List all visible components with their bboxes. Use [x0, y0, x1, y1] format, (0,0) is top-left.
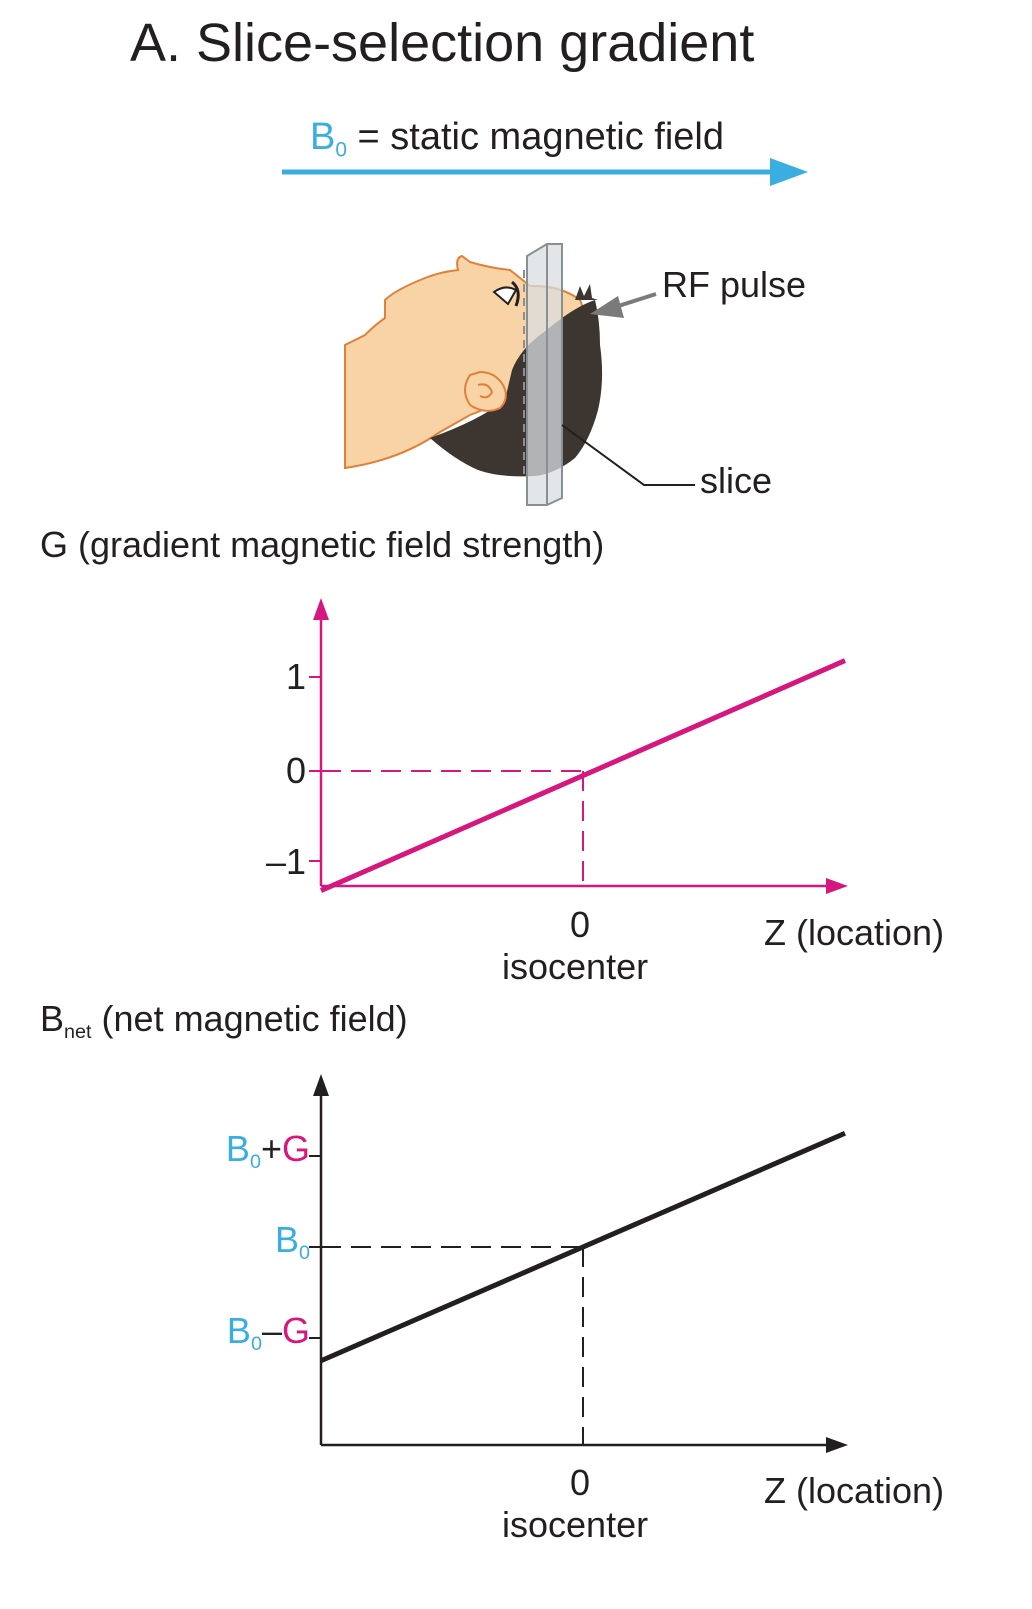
- figure-title: A. Slice-selection gradient: [130, 13, 755, 73]
- tick-g-letter: G: [281, 1310, 310, 1351]
- bnet-subscript: net: [64, 1020, 92, 1043]
- g-x-tick-label-0: 0: [570, 904, 591, 945]
- slice-plane: [526, 243, 563, 506]
- net-field-chart-title: Bnet (net magnetic field): [40, 998, 408, 1044]
- bnet-description: (net magnetic field): [101, 998, 408, 1039]
- head-illustration: [344, 243, 695, 506]
- bnet-isocenter-label: isocenter: [502, 1504, 649, 1545]
- rf-pulse-label: RF pulse: [662, 264, 807, 305]
- bnet-x-axis-label: Z (location): [764, 1470, 945, 1511]
- g-tick-label-1: 1: [285, 656, 306, 697]
- hair-tip: [575, 284, 598, 300]
- tick-b-sub: 0: [249, 1150, 261, 1173]
- bnet-x-tick-label-0: 0: [570, 1462, 591, 1503]
- rf-pulse-arrow: [590, 292, 657, 318]
- tick-op: –: [261, 1310, 282, 1351]
- bnet-tick-b0-minus-g: B0–G: [150, 1310, 310, 1356]
- b0-description: = static magnetic field: [357, 116, 725, 158]
- tick-g-letter: G: [281, 1128, 310, 1169]
- b0-arrow: [282, 158, 808, 186]
- g-tick-label-minus1: –1: [265, 841, 306, 882]
- ear: [464, 370, 507, 412]
- g-isocenter-label: isocenter: [502, 946, 649, 987]
- tick-b-letter: B: [226, 1310, 251, 1351]
- b0-letter: B: [310, 116, 336, 158]
- bnet-tick-b0-plus-g: B0+G: [150, 1128, 310, 1174]
- tick-b-letter: B: [225, 1128, 250, 1169]
- tick-b-letter: B: [274, 1219, 299, 1260]
- tick-op: +: [260, 1128, 282, 1169]
- b0-label: B0 = static magnetic field: [310, 116, 724, 162]
- b0-symbol: B0: [310, 116, 347, 162]
- slice-leader-line: [561, 424, 695, 486]
- g-tick-label-0: 0: [285, 750, 306, 791]
- bnet-tick-b0: B0: [150, 1219, 310, 1265]
- bnet-letter: B: [40, 998, 65, 1039]
- face-skin: [344, 254, 585, 470]
- net-field-chart-axes: [309, 1074, 848, 1453]
- gradient-chart-title: G (gradient magnetic field strength): [40, 524, 605, 565]
- gradient-chart-marks: [319, 658, 847, 893]
- g-x-axis-label: Z (location): [764, 912, 945, 953]
- slice-label: slice: [700, 460, 773, 501]
- tick-b-sub: 0: [250, 1332, 262, 1355]
- b0-subscript: 0: [335, 138, 347, 162]
- gradient-chart-axes: [309, 598, 848, 894]
- tick-b-sub: 0: [298, 1241, 310, 1264]
- net-field-chart-marks: [320, 1130, 846, 1445]
